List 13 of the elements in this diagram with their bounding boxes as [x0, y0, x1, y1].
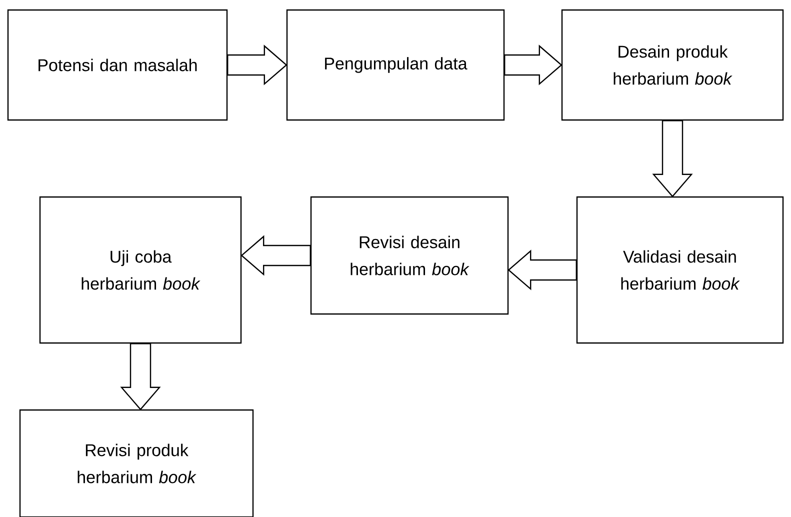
block-arrow [227, 44, 288, 86]
process-box: Pengumpulan data [286, 9, 505, 121]
process-box: Revisi produk herbarium book [19, 409, 254, 517]
process-box: Uji coba herbarium book [39, 196, 242, 344]
block-arrow [508, 250, 577, 290]
process-box: Desain produk herbarium book [561, 9, 784, 121]
process-box: Potensi dan masalah [7, 9, 228, 121]
process-box: Revisi desain herbarium book [310, 196, 509, 315]
block-arrow [504, 44, 562, 86]
block-arrow [120, 343, 161, 410]
block-arrow [240, 235, 312, 276]
block-arrow [652, 120, 693, 198]
process-box: Validasi desain herbarium book [576, 196, 784, 344]
